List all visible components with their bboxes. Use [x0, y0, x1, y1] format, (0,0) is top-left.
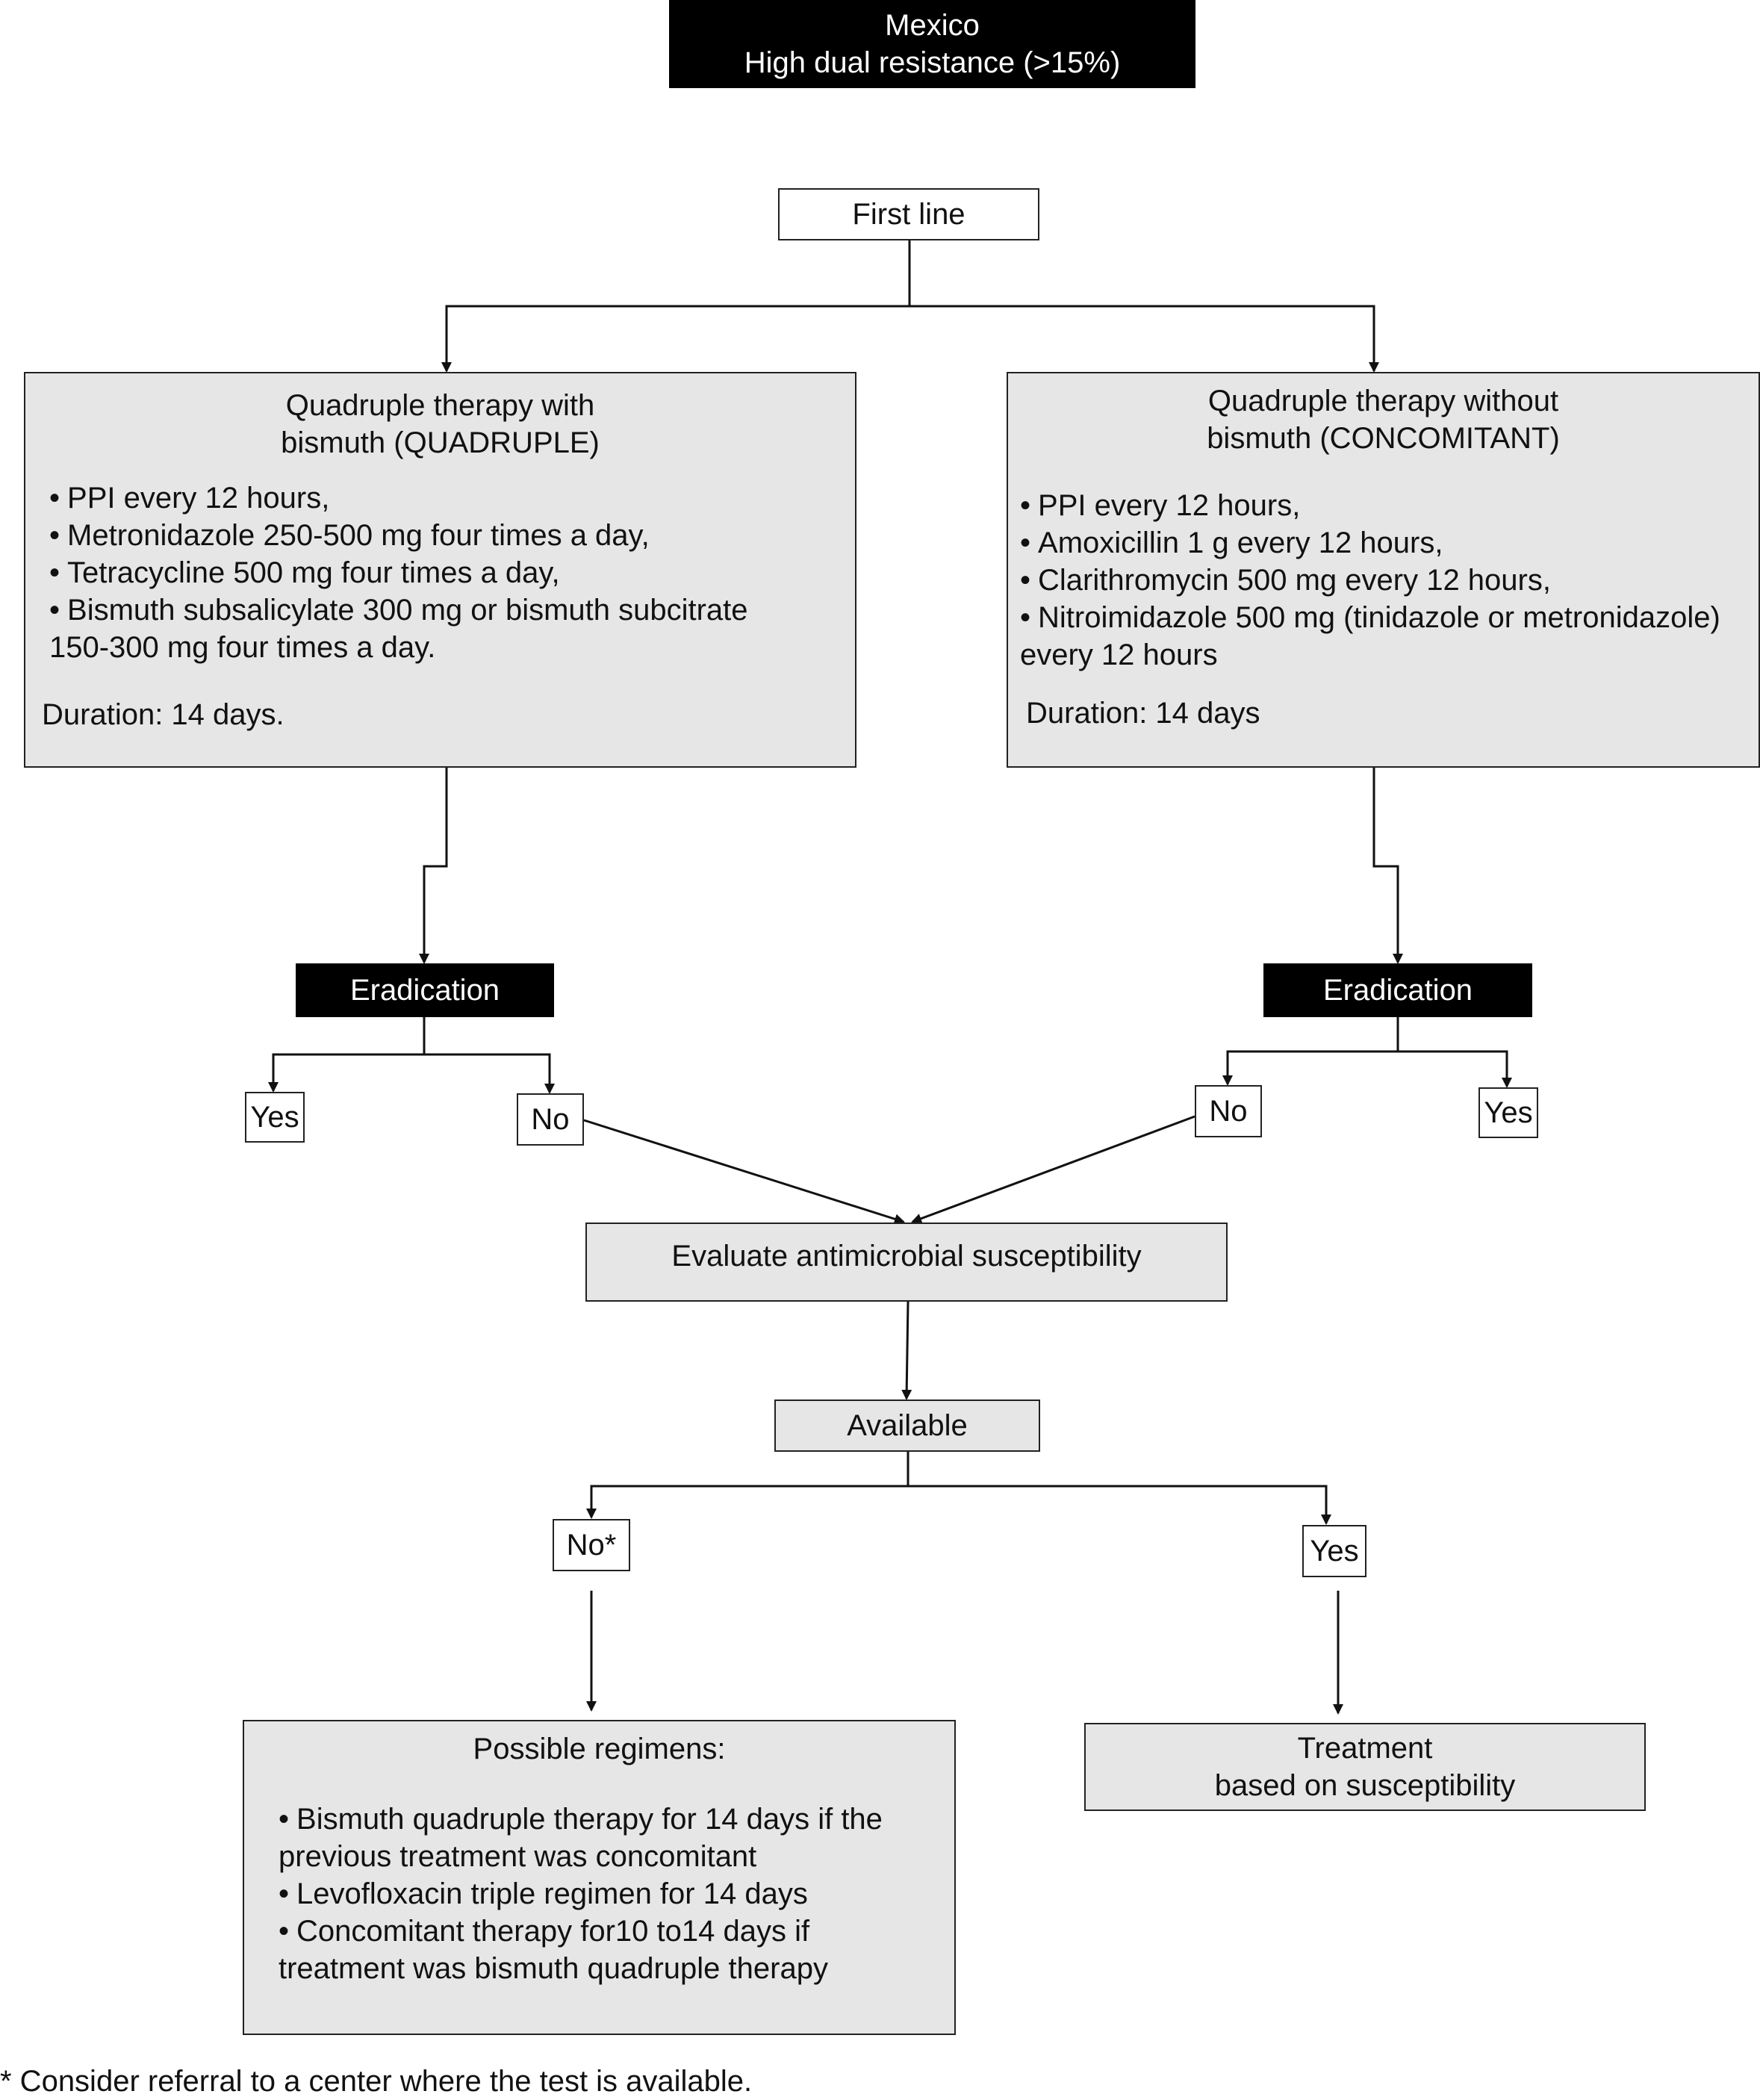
quadruple-therapy-title: Quadruple therapy with bismuth (QUADRUPL…: [281, 389, 600, 459]
possible-regimens-title: Possible regimens:: [473, 1733, 726, 1765]
right-therapy-connector: [1372, 767, 1403, 964]
treatment-box: Treatment based on susceptibility: [1084, 1723, 1646, 1811]
eradication-left-box: Eradication: [296, 963, 554, 1017]
yes-right-box: Yes: [1478, 1087, 1538, 1138]
first-line-box: First line: [778, 188, 1039, 240]
header-subtitle: High dual resistance (>15%): [744, 46, 1121, 79]
right-no-to-evaluate: [911, 1115, 1195, 1224]
yes-available-box: Yes: [1302, 1525, 1366, 1577]
list-item: Tetracycline 500 mg four times a day,: [49, 554, 855, 591]
list-item: Levofloxacin triple regimen for 14 days: [279, 1875, 954, 1913]
possible-regimens-list: Bismuth quadruple therapy for 14 days if…: [279, 1801, 954, 1987]
right-eradication-yes-connector: [1398, 1050, 1512, 1088]
available-label: Available: [847, 1409, 968, 1442]
left-therapy-connector: [419, 767, 448, 964]
concomitant-therapy-list: PPI every 12 hours, Amoxicillin 1 g ever…: [1020, 487, 1759, 674]
list-item: Clarithromycin 500 mg every 12 hours,: [1020, 562, 1759, 599]
evaluate-susceptibility-box: Evaluate antimicrobial susceptibility: [585, 1223, 1228, 1302]
possible-regimens-box: Possible regimens: Bismuth quadruple the…: [243, 1720, 956, 2035]
available-box: Available: [774, 1400, 1040, 1452]
quadruple-therapy-duration: Duration: 14 days.: [42, 698, 284, 731]
treatment-title: Treatment: [1297, 1732, 1433, 1765]
concomitant-therapy-title: Quadruple therapy without bismuth (CONCO…: [1207, 385, 1560, 455]
list-item: PPI every 12 hours,: [1020, 487, 1759, 524]
list-item-continuation: every 12 hours: [1020, 639, 1218, 671]
header-box: Mexico High dual resistance (>15%): [669, 0, 1195, 88]
list-item: Bismuth quadruple therapy for 14 days if…: [279, 1801, 954, 1838]
yes-left-box: Yes: [245, 1092, 305, 1143]
concomitant-therapy-duration: Duration: 14 days: [1026, 697, 1260, 730]
first-line-label: First line: [852, 198, 965, 231]
available-no-connector: [586, 1451, 909, 1519]
first-line-connector: [441, 239, 911, 373]
evaluate-to-available: [901, 1301, 912, 1400]
first-line-connector-right: [909, 305, 1379, 373]
list-item-continuation: 150-300 mg four times a day.: [49, 631, 436, 664]
treatment-subtitle: based on susceptibility: [1214, 1769, 1516, 1802]
left-eradication-yes-connector: [268, 1017, 426, 1093]
list-item: Bismuth subsalicylate 300 mg or bismuth …: [49, 591, 855, 629]
eradication-right-box: Eradication: [1263, 963, 1532, 1017]
list-item: Concomitant therapy for10 to14 days if: [279, 1913, 954, 1950]
evaluate-susceptibility-label: Evaluate antimicrobial susceptibility: [671, 1240, 1142, 1273]
list-item: Nitroimidazole 500 mg (tinidazole or met…: [1020, 599, 1759, 636]
no-left-box: No: [517, 1093, 584, 1146]
header-country: Mexico: [885, 9, 980, 42]
list-item: Amoxicillin 1 g every 12 hours,: [1020, 524, 1759, 562]
no-right-box: No: [1195, 1085, 1262, 1137]
quadruple-therapy-box: Quadruple therapy with bismuth (QUADRUPL…: [24, 372, 856, 768]
list-item: PPI every 12 hours,: [49, 479, 855, 517]
left-eradication-no-connector: [424, 1053, 555, 1094]
quadruple-therapy-list: PPI every 12 hours, Metronidazole 250-50…: [49, 479, 855, 666]
list-item-continuation: treatment was bismuth quadruple therapy: [279, 1952, 828, 1985]
no-star-box: No*: [553, 1519, 630, 1571]
eradication-left-label: Eradication: [349, 974, 500, 1007]
list-item: Metronidazole 250-500 mg four times a da…: [49, 517, 855, 554]
eradication-right-label: Eradication: [1322, 974, 1473, 1007]
list-item-continuation: previous treatment was concomitant: [279, 1840, 757, 1873]
available-yes-connector: [908, 1485, 1331, 1525]
left-no-to-evaluate: [583, 1119, 905, 1225]
right-eradication-no-connector: [1222, 1017, 1399, 1086]
concomitant-therapy-box: Quadruple therapy without bismuth (CONCO…: [1007, 372, 1760, 768]
footnote: * Consider referral to a center where th…: [0, 2065, 753, 2098]
